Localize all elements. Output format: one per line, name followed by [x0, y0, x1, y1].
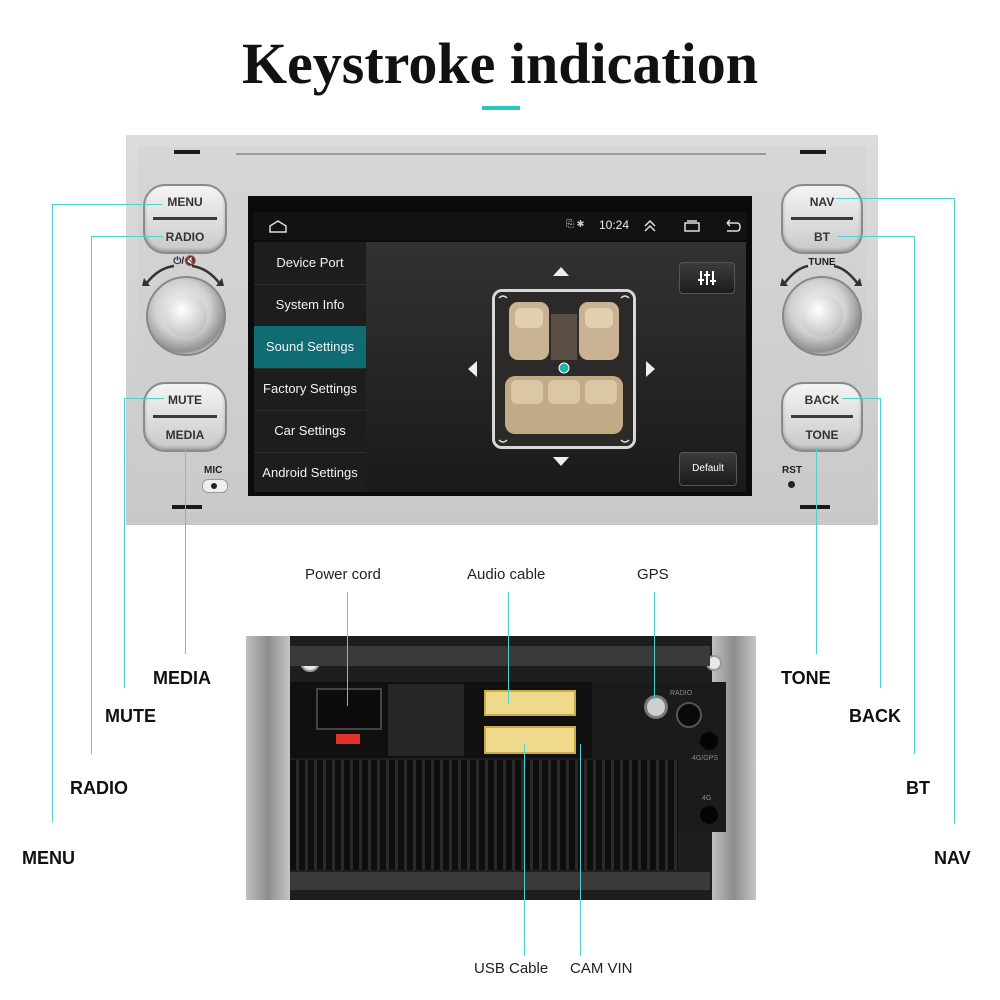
- menu-button-label: MENU: [167, 195, 203, 209]
- sidebar-item-device-port[interactable]: Device Port: [254, 242, 366, 285]
- clock: 10:24: [599, 218, 630, 232]
- page-title: Keystroke indication: [241, 31, 759, 96]
- nav-bt-button[interactable]: NAV BT: [781, 184, 863, 254]
- back-icon[interactable]: [722, 218, 742, 234]
- rotate-arrows-icon: [142, 264, 224, 286]
- car-interior-image[interactable]: [492, 289, 636, 449]
- disc-slot-seam: [236, 153, 766, 155]
- expand-icon[interactable]: [642, 218, 658, 234]
- recent-apps-icon[interactable]: [682, 219, 702, 233]
- disc-slot-left: [174, 150, 200, 154]
- left-mounting-bracket: [246, 636, 290, 900]
- tune-label: TUNE: [808, 257, 836, 268]
- 4g-port: [700, 806, 718, 824]
- rst-label: RST: [782, 465, 802, 476]
- media-button-label: MEDIA: [165, 428, 205, 442]
- bottom-rail: [290, 872, 710, 890]
- callout-nav: NAV: [934, 848, 971, 868]
- callout-back: BACK: [849, 706, 901, 726]
- callout-bt: BT: [906, 778, 930, 798]
- gps-label: GPS: [637, 566, 669, 583]
- tone-button-label: TONE: [805, 428, 839, 442]
- audio-cable-label: Audio cable: [467, 566, 546, 583]
- top-rail: [290, 646, 710, 666]
- back-tone-button[interactable]: BACK TONE: [781, 382, 863, 452]
- bluetooth-icon: ⎘ ✱: [566, 219, 585, 230]
- disc-slot-right: [800, 150, 826, 154]
- callout-tone: TONE: [781, 668, 831, 688]
- sidebar-item-factory-settings[interactable]: Factory Settings: [254, 368, 366, 411]
- menu-radio-button[interactable]: MENU RADIO: [143, 184, 227, 254]
- bottom-slot-right: [800, 505, 830, 509]
- callout-media: MEDIA: [153, 668, 211, 688]
- sidebar-item-sound-settings[interactable]: Sound Settings: [254, 326, 366, 369]
- mic-hole: [202, 479, 228, 493]
- radio-antenna-port: [676, 702, 702, 728]
- heatsink: [290, 760, 678, 870]
- balance-left-arrow[interactable]: [468, 361, 477, 377]
- equalizer-icon: [698, 271, 716, 285]
- power-connector: [316, 688, 382, 730]
- callout-menu: MENU: [22, 848, 75, 868]
- audio-connector: [484, 690, 576, 716]
- volume-knob[interactable]: [146, 276, 226, 356]
- fader-up-arrow[interactable]: [553, 267, 569, 276]
- callout-radio: RADIO: [70, 778, 128, 798]
- callout-mute: MUTE: [105, 706, 156, 726]
- cam-vin-label: CAM VIN: [570, 960, 633, 977]
- sidebar-item-android-settings[interactable]: Android Settings: [262, 465, 358, 480]
- 4g-gps-port: [700, 732, 718, 750]
- radio-port-label: RADIO: [670, 690, 693, 697]
- gps-port: [644, 695, 668, 719]
- fuse: [336, 734, 360, 744]
- balance-right-arrow[interactable]: [646, 361, 655, 377]
- radio-button-label: RADIO: [165, 230, 205, 244]
- reset-hole[interactable]: [788, 481, 795, 488]
- tune-rotate-arrows-icon: [780, 264, 862, 286]
- fader-down-arrow[interactable]: [553, 457, 569, 466]
- status-bar: ⎘ ✱ 10:24: [254, 212, 746, 240]
- 4g-gps-label: 4G/GPS: [692, 755, 719, 762]
- default-button[interactable]: Default: [679, 452, 737, 486]
- usb-cam-connector: [484, 726, 576, 754]
- tune-knob[interactable]: [782, 276, 862, 356]
- power-volume-label: ⏻/🔇: [173, 256, 197, 267]
- equalizer-button[interactable]: [679, 262, 735, 294]
- nav-button-label: NAV: [809, 195, 835, 209]
- bottom-slot-left: [172, 505, 202, 509]
- blank-plate: [388, 684, 464, 756]
- mic-label: MIC: [204, 465, 223, 476]
- back-button-label: BACK: [804, 393, 840, 407]
- home-icon[interactable]: [268, 218, 288, 234]
- mute-media-button[interactable]: MUTE MEDIA: [143, 382, 227, 452]
- power-cord-label: Power cord: [305, 566, 381, 583]
- usb-cable-label: USB Cable: [474, 960, 549, 977]
- bt-button-label: BT: [814, 230, 830, 244]
- 4g-label: 4G: [702, 795, 712, 802]
- title-underline: [482, 106, 520, 110]
- sidebar-item-car-settings[interactable]: Car Settings: [254, 410, 366, 453]
- sidebar-item-system-info[interactable]: System Info: [254, 284, 366, 327]
- mute-button-label: MUTE: [168, 393, 202, 407]
- settings-sidebar: Device Port System Info Sound Settings F…: [254, 242, 366, 492]
